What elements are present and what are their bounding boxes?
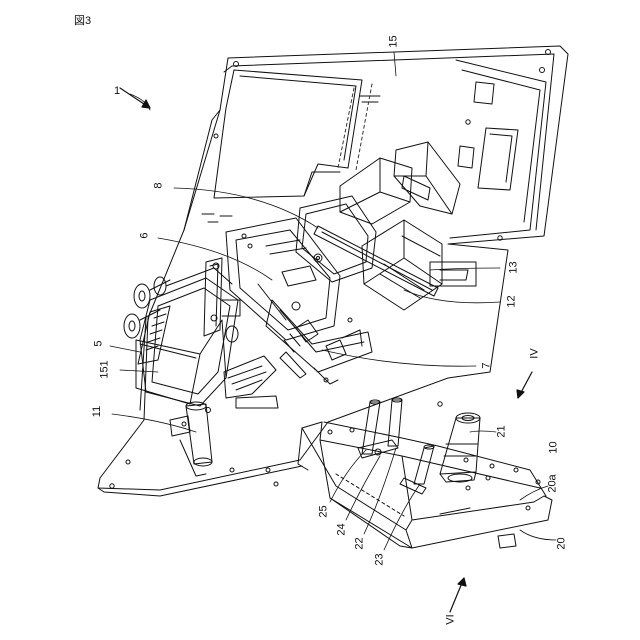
spindle-shafts bbox=[358, 398, 434, 494]
callout-12: 12 bbox=[507, 295, 518, 307]
callout-8: 8 bbox=[154, 182, 165, 188]
callout-23: 23 bbox=[375, 553, 386, 565]
callout-20a: 20a bbox=[548, 474, 559, 492]
callout-11: 11 bbox=[92, 406, 103, 417]
callout-IV: IV bbox=[530, 348, 541, 358]
callout-1: 1 bbox=[114, 86, 120, 97]
callout-10: 10 bbox=[549, 441, 560, 453]
callout-15: 15 bbox=[389, 35, 400, 47]
print-head-unit bbox=[296, 142, 476, 310]
motor-cylinder bbox=[440, 413, 480, 482]
callout-21: 21 bbox=[497, 425, 508, 437]
callout-24: 24 bbox=[337, 523, 348, 535]
post-shaft bbox=[170, 402, 212, 476]
callout-25: 25 bbox=[319, 505, 330, 517]
callout-5: 5 bbox=[94, 340, 105, 346]
callout-6: 6 bbox=[140, 232, 151, 238]
callout-VI: VI bbox=[446, 614, 457, 624]
callout-20: 20 bbox=[557, 537, 568, 549]
callout-13: 13 bbox=[509, 261, 520, 273]
leader-lines bbox=[110, 52, 556, 550]
callout-7: 7 bbox=[482, 362, 493, 368]
callout-151: 151 bbox=[100, 360, 111, 378]
callout-22: 22 bbox=[355, 537, 366, 549]
